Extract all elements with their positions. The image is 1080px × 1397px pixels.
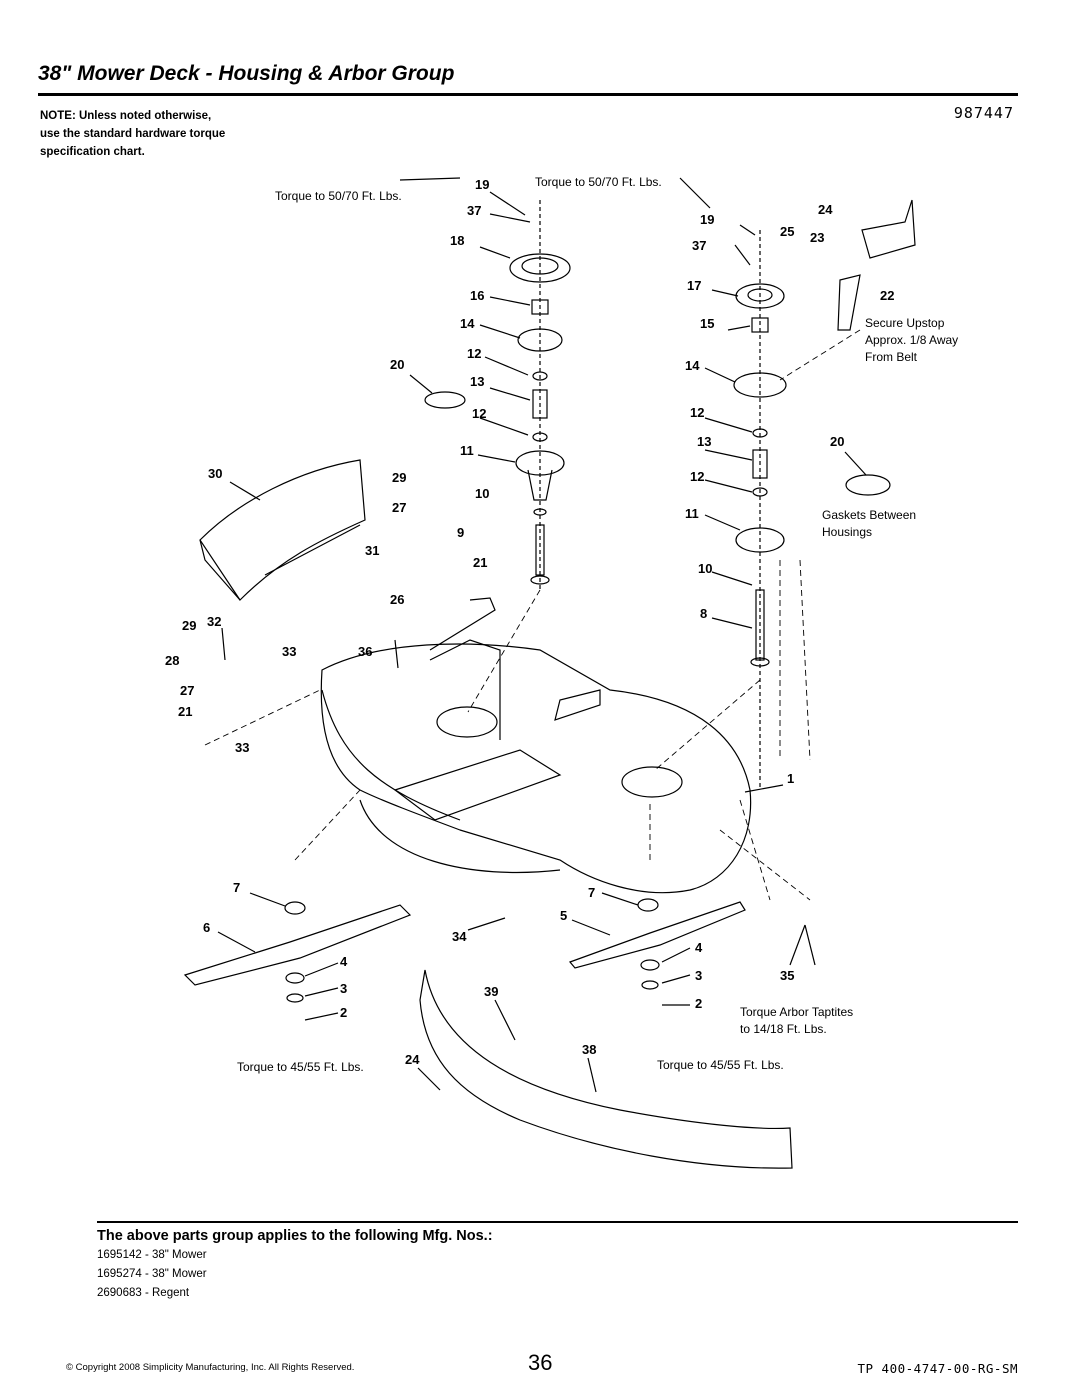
callout-35: 35	[780, 968, 794, 983]
callout-27-left: 27	[180, 683, 194, 698]
callout-21-top: 21	[473, 555, 487, 570]
torque-note: NOTE: Unless noted otherwise, use the st…	[40, 107, 225, 161]
belt-cover	[199, 459, 366, 601]
deck-housing	[320, 643, 752, 894]
callout-3-right: 3	[695, 968, 702, 983]
callout-9: 9	[457, 525, 464, 540]
callout-21-left: 21	[178, 704, 192, 719]
right-spindle-mount	[621, 766, 683, 798]
note-line-2: use the standard hardware torque	[40, 128, 226, 140]
copyright: © Copyright 2008 Simplicity Manufacturin…	[66, 1362, 355, 1373]
callout-24-top: 24	[818, 202, 833, 217]
callout-37-right: 37	[692, 238, 706, 253]
mfg-number-item: 1695142 - 38" Mower	[97, 1249, 207, 1261]
applies-title: The above parts group applies to the fol…	[97, 1228, 493, 1244]
caption-taptites-1: Torque Arbor Taptites	[740, 1005, 853, 1019]
left-spindle-mount	[436, 706, 498, 738]
callout-18: 18	[450, 233, 464, 248]
callout-37-left: 37	[467, 203, 481, 218]
callout-10-right: 10	[698, 561, 712, 576]
caption-taptites-2: to 14/18 Ft. Lbs.	[740, 1022, 827, 1036]
callout-36: 36	[358, 644, 372, 659]
gasket-right	[845, 474, 891, 496]
exploded-parts-diagram: 19 37 18 16 14 12 20 13 12 11 30 29 10 2…	[165, 175, 958, 1169]
callout-12-left-a: 12	[467, 346, 481, 361]
caption-upstop-2: Approx. 1/8 Away	[865, 333, 958, 347]
callout-7-right: 7	[588, 885, 595, 900]
caption-torque-left-bottom: Torque to 45/55 Ft. Lbs.	[237, 1060, 364, 1074]
callout-10-left: 10	[475, 486, 489, 501]
callout-17: 17	[687, 278, 701, 293]
callout-29-top: 29	[392, 470, 406, 485]
page-title: 38" Mower Deck - Housing & Arbor Group	[38, 62, 455, 85]
callout-2-right: 2	[695, 996, 702, 1011]
mfg-number-list: 1695142 - 38" Mower 1695274 - 38" Mower …	[97, 1246, 207, 1303]
callout-26: 26	[390, 592, 404, 607]
callout-16: 16	[470, 288, 484, 303]
note-line-3: specification chart.	[40, 146, 145, 158]
callout-34: 34	[452, 929, 467, 944]
callout-29-left: 29	[182, 618, 196, 633]
callout-22: 22	[880, 288, 894, 303]
callout-20-left: 20	[390, 357, 404, 372]
caption-upstop-1: Secure Upstop	[865, 316, 945, 330]
callout-27-top: 27	[392, 500, 406, 515]
left-blade	[183, 904, 412, 986]
callout-14-left: 14	[460, 316, 475, 331]
left-pulley	[509, 253, 571, 283]
document-number: TP 400-4747-00-RG-SM	[857, 1361, 1018, 1376]
deck-baffle	[419, 969, 793, 1169]
callout-11-left: 11	[460, 443, 474, 458]
callout-38: 38	[582, 1042, 596, 1057]
callout-19-left: 19	[475, 177, 489, 192]
callout-33-top: 33	[282, 644, 296, 659]
applies-rule	[97, 1221, 1018, 1223]
callout-39: 39	[484, 984, 498, 999]
gasket-left	[424, 391, 466, 409]
callout-24-bottom: 24	[405, 1052, 420, 1067]
callout-5: 5	[560, 908, 567, 923]
callout-6: 6	[203, 920, 210, 935]
callout-20-right: 20	[830, 434, 844, 449]
callout-31: 31	[365, 543, 379, 558]
callout-30: 30	[208, 466, 222, 481]
callout-33-bottom: 33	[235, 740, 249, 755]
callout-32: 32	[207, 614, 221, 629]
right-blade	[568, 901, 746, 969]
mfg-number-item: 2690683 - Regent	[97, 1287, 190, 1299]
caption-upstop-3: From Belt	[865, 350, 918, 364]
caption-torque-right-top: Torque to 50/70 Ft. Lbs.	[535, 175, 662, 189]
callout-28: 28	[165, 653, 179, 668]
caption-torque-right-bottom: Torque to 45/55 Ft. Lbs.	[657, 1058, 784, 1072]
callout-4-right: 4	[695, 940, 703, 955]
title-rule	[38, 93, 1018, 96]
caption-torque-left-top: Torque to 50/70 Ft. Lbs.	[275, 189, 402, 203]
callout-23: 23	[810, 230, 824, 245]
upstop-bracket	[861, 199, 916, 259]
page-number: 36	[528, 1350, 553, 1375]
callout-12-right-b: 12	[690, 469, 704, 484]
mfg-number-item: 1695274 - 38" Mower	[97, 1268, 207, 1280]
callout-12-right-a: 12	[690, 405, 704, 420]
caption-gaskets-2: Housings	[822, 525, 872, 539]
callout-25: 25	[780, 224, 794, 239]
callout-2-left: 2	[340, 1005, 347, 1020]
callout-14-right: 14	[685, 358, 700, 373]
callout-7-left: 7	[233, 880, 240, 895]
callout-1: 1	[787, 771, 794, 786]
callout-11-right: 11	[685, 506, 699, 521]
drawing-number: 987447	[953, 104, 1014, 122]
callout-15: 15	[700, 316, 714, 331]
caption-gaskets-1: Gaskets Between	[822, 508, 916, 522]
callout-4-left: 4	[340, 954, 348, 969]
callout-8: 8	[700, 606, 707, 621]
callout-13-right: 13	[697, 434, 711, 449]
note-line-1: NOTE: Unless noted otherwise,	[40, 110, 212, 122]
callout-13-left: 13	[470, 374, 484, 389]
callout-3-left: 3	[340, 981, 347, 996]
callout-12-left-b: 12	[472, 406, 486, 421]
callout-19-right: 19	[700, 212, 714, 227]
